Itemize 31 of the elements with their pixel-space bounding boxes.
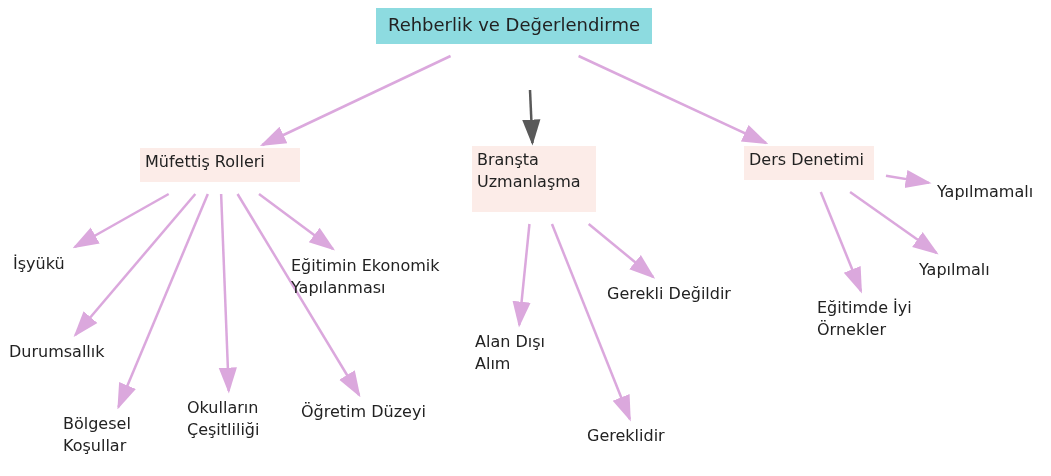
arrow: [72, 192, 170, 249]
concept-label: Durumsallık: [4, 338, 116, 368]
concept-label: Yapılmamalı: [932, 178, 1048, 208]
concept-label: İşyükü: [8, 250, 78, 280]
concept-box: Müfettiş Rolleri: [140, 148, 300, 182]
arrow: [885, 170, 932, 189]
concept-label: Gereklidir: [582, 422, 692, 452]
arrow: [578, 54, 769, 145]
concept-label: Gerekli Değildir: [602, 280, 748, 310]
arrow: [587, 223, 656, 279]
arrow: [218, 193, 237, 394]
concept-label: Yapılmalı: [914, 256, 1010, 286]
concept-label: Alan Dışı Alım: [470, 328, 562, 386]
concept-label: Okulların Çeşitliliği: [182, 394, 278, 452]
arrow: [236, 193, 361, 398]
concept-label: Eğitimde İyi Örnekler: [812, 294, 936, 352]
concept-box: Ders Denetimi: [744, 146, 874, 180]
arrow: [522, 89, 541, 146]
concept-label: Öğretim Düzeyi: [296, 398, 444, 428]
concept-label: Bölgesel Koşullar: [58, 410, 152, 468]
concept-box: Branşta Uzmanlaşma: [472, 146, 596, 212]
arrow: [819, 191, 863, 294]
arrow: [849, 190, 939, 255]
arrow: [512, 223, 531, 328]
concept-box: Rehberlik ve Değerlendirme: [376, 8, 652, 44]
arrow: [258, 193, 336, 251]
concept-label: Eğitimin Ekonomik Yapılanması: [286, 252, 466, 310]
arrow: [259, 54, 452, 147]
arrow: [117, 193, 209, 410]
arrow: [550, 223, 631, 422]
arrow: [73, 193, 197, 337]
